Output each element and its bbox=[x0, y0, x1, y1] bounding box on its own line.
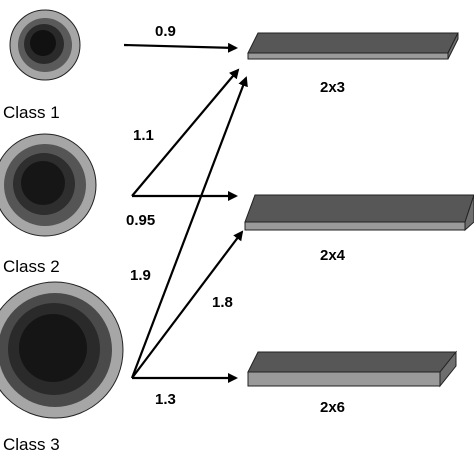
log-class-2 bbox=[0, 133, 97, 237]
weight-class2-2x4: 0.95 bbox=[126, 212, 155, 229]
board-2x4-label: 2x4 bbox=[320, 247, 346, 264]
class-3-label: Class 3 bbox=[3, 435, 60, 454]
board-2x6 bbox=[247, 350, 458, 388]
weight-class3-2x6: 1.3 bbox=[155, 391, 176, 408]
arrow-class1-to-2x3 bbox=[123, 42, 238, 53]
log-class-1 bbox=[9, 9, 81, 81]
arrow-class2-to-2x3 bbox=[131, 68, 240, 197]
board-2x6-label: 2x6 bbox=[320, 399, 345, 416]
weight-class1-2x3: 0.9 bbox=[155, 23, 176, 40]
weight-class2-2x3: 1.1 bbox=[133, 127, 154, 144]
class-1-label: Class 1 bbox=[3, 103, 60, 122]
class-2-label: Class 2 bbox=[3, 257, 60, 276]
weight-class3-2x3: 1.9 bbox=[130, 267, 151, 284]
board-2x3-label: 2x3 bbox=[320, 79, 345, 96]
arrow-class3-to-2x4 bbox=[131, 230, 244, 379]
log-class-3 bbox=[0, 281, 124, 419]
arrow-class3-to-2x3 bbox=[130, 76, 248, 379]
weight-class3-2x4: 1.8 bbox=[212, 294, 233, 311]
board-2x3 bbox=[247, 32, 459, 60]
board-2x4 bbox=[244, 194, 474, 232]
